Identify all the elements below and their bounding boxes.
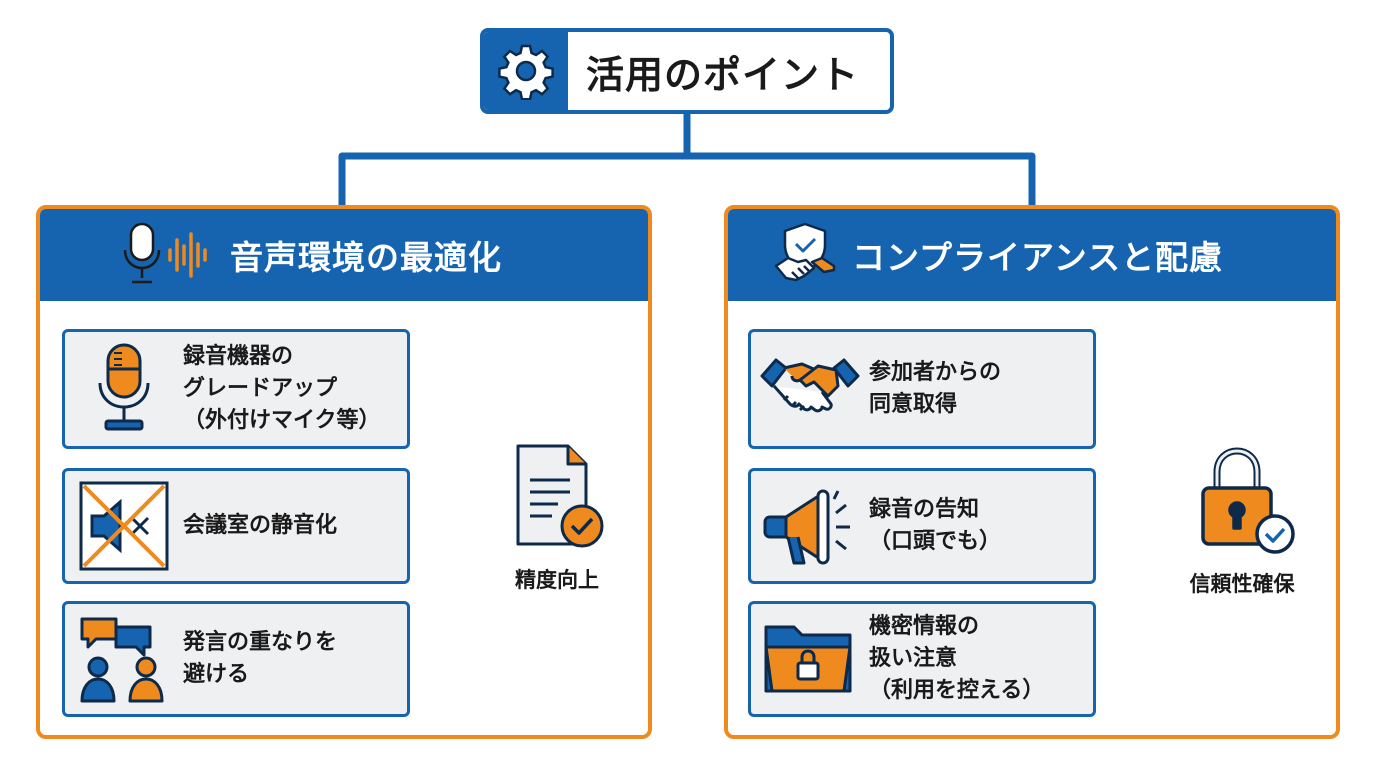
card-consent: 参加者からの 同意取得 [748,329,1096,449]
card-text-line: （口頭でも） [869,529,1002,554]
card-room-silence: 会議室の静音化 [62,468,410,584]
result-reliability: 信頼性確保 [1172,440,1312,598]
card-text-line: （利用を控える） [869,678,1045,703]
conversation-icon [65,613,183,705]
left-panel-title: 音声環境の最適化 [230,238,502,277]
megaphone-icon [751,483,869,569]
card-text-line: 機密情報の [869,614,980,639]
card-recording-equipment: 録音機器の グレードアップ （外付けマイク等） [62,329,410,449]
card-confidential-info: 機密情報の 扱い注意 （利用を控える） [748,601,1096,717]
card-text-line: 同意取得 [869,392,958,417]
card-text-line: 会議室の静音化 [183,513,338,538]
root-node: 活用のポイント [480,28,894,114]
card-recording-notice: 録音の告知 （口頭でも） [748,468,1096,584]
shield-handshake-icon [728,220,852,290]
result-label: 精度向上 [515,568,599,592]
mute-speaker-icon [65,480,183,572]
handshake-icon [751,352,869,426]
card-text-line: 録音機器の [183,344,294,369]
padlock-check-icon [1172,440,1312,560]
card-text-line: グレードアップ [183,376,338,401]
result-label: 信頼性確保 [1189,572,1295,596]
card-avoid-overlap: 発言の重なりを 避ける [62,601,410,717]
card-text-line: （外付けマイク等） [183,408,381,433]
result-accuracy: 精度向上 [498,440,616,594]
left-panel-header: 音声環境の最適化 [40,209,648,301]
card-text-line: 発言の重なりを [183,630,338,655]
microphone-icon [65,341,183,437]
root-title: 活用のポイント [586,52,860,97]
card-text-line: 参加者からの [869,360,1002,385]
gear-icon [484,32,568,110]
document-check-icon [498,440,616,556]
card-text-line: 録音の告知 [869,497,980,522]
microphone-soundwave-icon [40,220,230,290]
locked-folder-icon [751,619,869,699]
card-text-line: 扱い注意 [869,646,958,671]
card-text-line: 避ける [183,662,250,687]
root-connector [338,114,1036,205]
right-panel-header: コンプライアンスと配慮 [728,209,1336,301]
right-panel-title: コンプライアンスと配慮 [852,238,1224,277]
